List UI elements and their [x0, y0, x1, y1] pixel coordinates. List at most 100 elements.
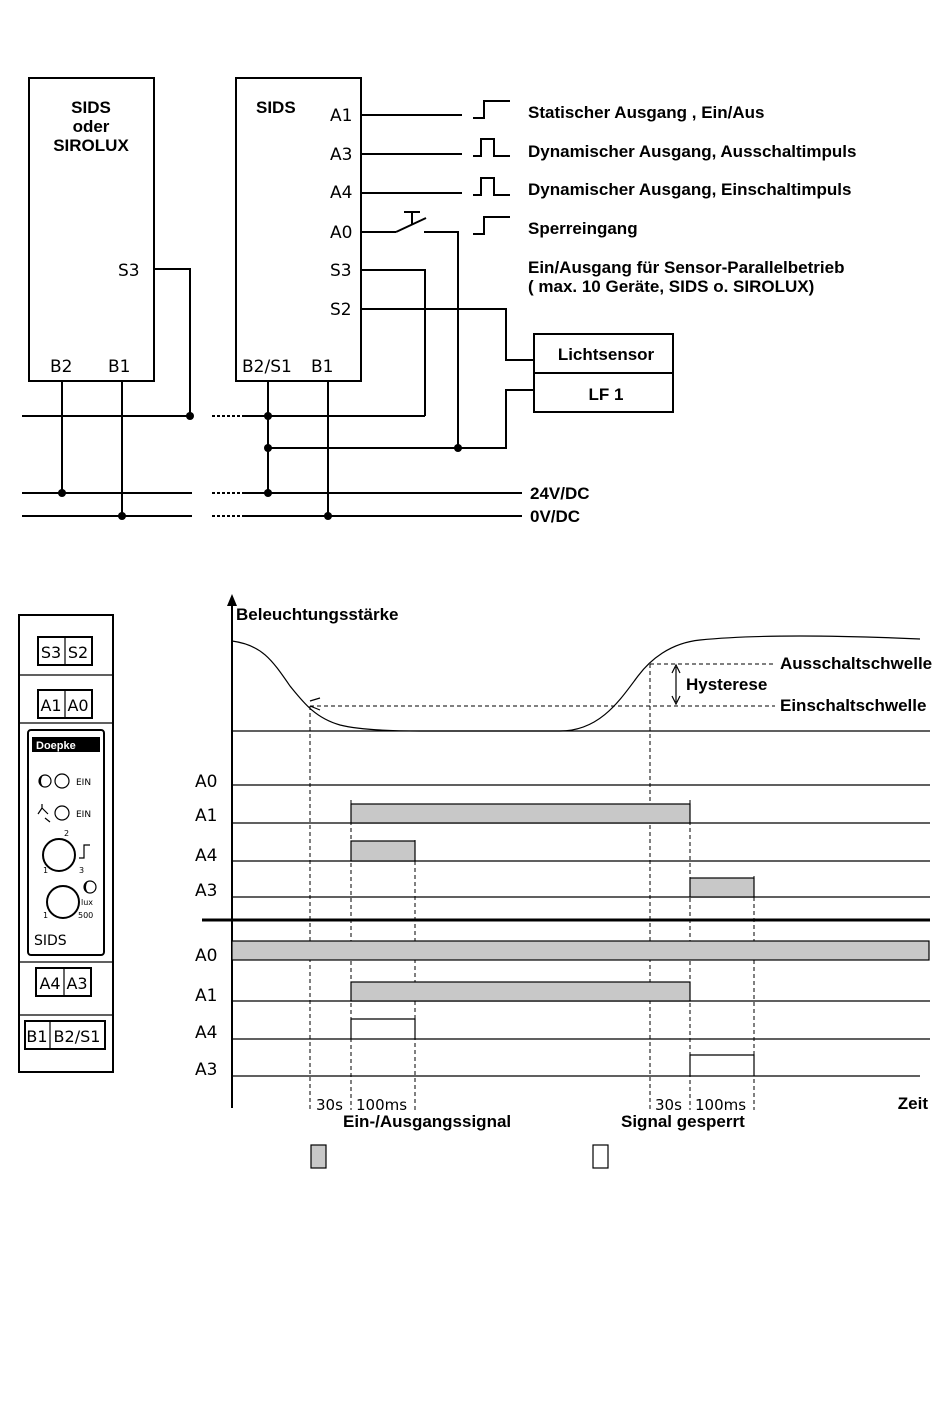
- wire-s2-sensor: [361, 308, 534, 361]
- delay-label-2: 30s: [655, 1096, 682, 1114]
- signal-bar-a1: [350, 803, 691, 824]
- hysteresis-arrows-icon: [671, 663, 681, 706]
- terminal-b2s1-label: B2/S1: [242, 357, 292, 377]
- module-terminal-s3: S3: [41, 643, 61, 662]
- module-terminal-a0: A0: [67, 696, 88, 715]
- desc-a0: Sperreingang: [528, 219, 638, 238]
- moon-icon: [39, 775, 45, 787]
- knob1-mark-2: 2: [64, 829, 69, 838]
- desc-a1: Statischer Ausgang , Ein/Aus: [528, 103, 764, 122]
- row-label-a4: A4: [195, 846, 217, 866]
- module-outline: [18, 614, 114, 1073]
- legend-white-swatch: [592, 1144, 609, 1169]
- signal-bar-a4: [350, 840, 416, 862]
- lock-step-symbol: [473, 216, 510, 235]
- delay-label-1: 30s: [316, 1096, 343, 1114]
- terminal-a0-label: A0: [330, 223, 352, 243]
- switch-actuator: [404, 211, 420, 225]
- wire-a0-to-bus: [424, 231, 459, 448]
- module-front-panel: [27, 729, 105, 956]
- sids-module: S3 S2 A1 A0 Doepke EIN EIN 2 1 3 lux 1 5…: [18, 614, 114, 1073]
- knob1-mark-1: 1: [43, 866, 48, 875]
- led2-ein-label: EIN: [76, 810, 91, 820]
- terminal-a4-label: A4: [330, 183, 352, 203]
- left-device-b1-label: B1: [108, 357, 130, 377]
- transistor-icon: [37, 804, 51, 823]
- led-indicator-icon: [54, 805, 70, 821]
- desc-a4: Dynamischer Ausgang, Einschaltimpuls: [528, 180, 851, 199]
- module-terminal-b2s1: B2/S1: [54, 1027, 101, 1046]
- knob1-mark-3: 3: [79, 866, 84, 875]
- desc-s3-line1: Ein/Ausgang für Sensor-Parallelbetrieb: [528, 258, 844, 277]
- terminal-b1-label: B1: [311, 357, 333, 377]
- row-label-a3: A3: [195, 1060, 217, 1080]
- left-device-b2-label: B2: [50, 357, 72, 377]
- left-device-box: [28, 77, 155, 382]
- row-label-a0: A0: [195, 946, 217, 966]
- brand-label: Doepke: [36, 740, 76, 752]
- knob-mode-icon: [42, 838, 76, 872]
- illuminance-curve: [231, 635, 921, 732]
- threshold-on-label: Einschaltschwelle: [780, 696, 926, 715]
- on-pulse-symbol: [473, 177, 510, 196]
- desc-s3-line2: ( max. 10 Geräte, SIDS o. SIROLUX): [528, 277, 814, 296]
- junction-dot: [118, 512, 126, 520]
- module-terminal-s2: S2: [68, 643, 88, 662]
- row-label-a1: A1: [195, 806, 217, 826]
- threshold-arrow-icon: [309, 697, 321, 711]
- y-axis-arrow-icon: [227, 594, 237, 606]
- row-label-a4: A4: [195, 1023, 217, 1043]
- knob2-mark-1: 1: [43, 911, 48, 920]
- static-step-symbol: [473, 100, 510, 119]
- threshold-off-label: Ausschaltschwelle: [780, 654, 932, 673]
- left-device-title-3: SIROLUX: [53, 136, 129, 155]
- junction-dot: [324, 512, 332, 520]
- desc-a3: Dynamischer Ausgang, Ausschaltimpuls: [528, 142, 856, 161]
- module-terminal-a1: A1: [40, 696, 61, 715]
- junction-dot: [264, 412, 272, 420]
- knob1-pulse-icon: [79, 844, 90, 859]
- hysteresis-label: Hysterese: [686, 675, 767, 694]
- terminal-a1-label: A1: [330, 106, 352, 126]
- brand-bar: [32, 737, 100, 752]
- legend-gray-swatch: [310, 1144, 327, 1169]
- row-label-a1: A1: [195, 986, 217, 1006]
- module-terminal-a4: A4: [39, 974, 60, 993]
- row-label-a3: A3: [195, 881, 217, 901]
- module-name: SIDS: [34, 933, 67, 949]
- rail-0v-label: 0V/DC: [530, 507, 580, 526]
- blocked-pulse-a4: [350, 1018, 416, 1039]
- wire-sensor-return: [268, 389, 534, 449]
- rail-24v-label: 24V/DC: [530, 484, 590, 503]
- terminal-s3-label: S3: [330, 261, 352, 281]
- signal-bar-a3: [689, 877, 755, 898]
- junction-dot: [454, 444, 462, 452]
- pulse-label-1: 100ms: [356, 1096, 407, 1114]
- junction-dot: [264, 489, 272, 497]
- y-axis-label: Beleuchtungsstärke: [236, 605, 399, 624]
- terminal-block-b1-b2s1: [24, 1020, 106, 1050]
- pulse-label-2: 100ms: [695, 1096, 746, 1114]
- light-sensor-model: LF 1: [589, 385, 624, 404]
- module-terminal-a3: A3: [66, 974, 87, 993]
- right-device-box: [235, 77, 362, 382]
- signal-bar-a1: [350, 981, 691, 1002]
- signal-bar-a0: [231, 940, 930, 961]
- x-axis-label: Zeit: [898, 1094, 929, 1113]
- terminal-a3-label: A3: [330, 145, 352, 165]
- off-pulse-symbol: [473, 138, 510, 157]
- right-device-title: SIDS: [256, 98, 296, 117]
- junction-dot: [186, 412, 194, 420]
- moon-icon: [84, 881, 90, 893]
- left-device-s3-label: S3: [118, 261, 140, 281]
- legend-gray-label: Ein-/Ausgangssignal: [343, 1112, 511, 1131]
- light-sensor-label: Lichtsensor: [558, 345, 655, 364]
- wire-left-s3: [154, 268, 191, 416]
- module-terminal-b1: B1: [26, 1027, 47, 1046]
- junction-dot: [58, 489, 66, 497]
- led1-ein-label: EIN: [76, 778, 91, 788]
- left-device-title-1: SIDS: [71, 98, 111, 117]
- terminal-s2-label: S2: [330, 300, 352, 320]
- blocked-pulse-a3: [689, 1054, 755, 1076]
